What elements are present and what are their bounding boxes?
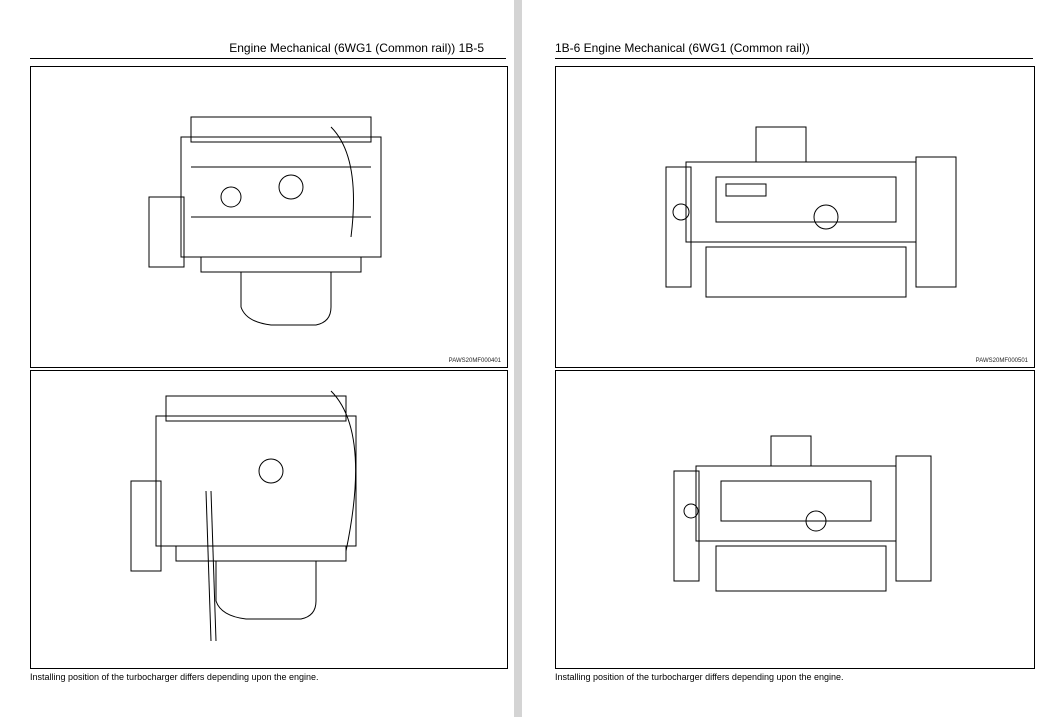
header-rule <box>555 58 1033 59</box>
header-rule <box>30 58 506 59</box>
figure-code: PAWS20MF000501 <box>975 358 1028 364</box>
engine-drawing <box>673 435 932 592</box>
figure-caption: Installing position of the turbocharger … <box>555 672 844 682</box>
engine-side-view-figure-2 <box>30 370 508 669</box>
page-gutter <box>514 0 522 717</box>
engine-drawing <box>148 116 382 326</box>
engine-top-view-figure: PAWS20MF000501 <box>555 66 1035 368</box>
figure-caption: Installing position of the turbocharger … <box>30 672 319 682</box>
engine-drawing <box>130 390 357 642</box>
engine-side-view-figure: PAWS20MF000401 <box>30 66 508 368</box>
left-page: Engine Mechanical (6WG1 (Common rail)) 1… <box>0 0 514 717</box>
figure-code: PAWS20MF000401 <box>448 358 501 364</box>
right-page: 1B-6 Engine Mechanical (6WG1 (Common rai… <box>522 0 1045 717</box>
page-header: Engine Mechanical (6WG1 (Common rail)) 1… <box>229 41 484 55</box>
page-header: 1B-6 Engine Mechanical (6WG1 (Common rai… <box>555 41 810 55</box>
engine-top-view-figure-2 <box>555 370 1035 669</box>
engine-drawing <box>665 126 957 298</box>
